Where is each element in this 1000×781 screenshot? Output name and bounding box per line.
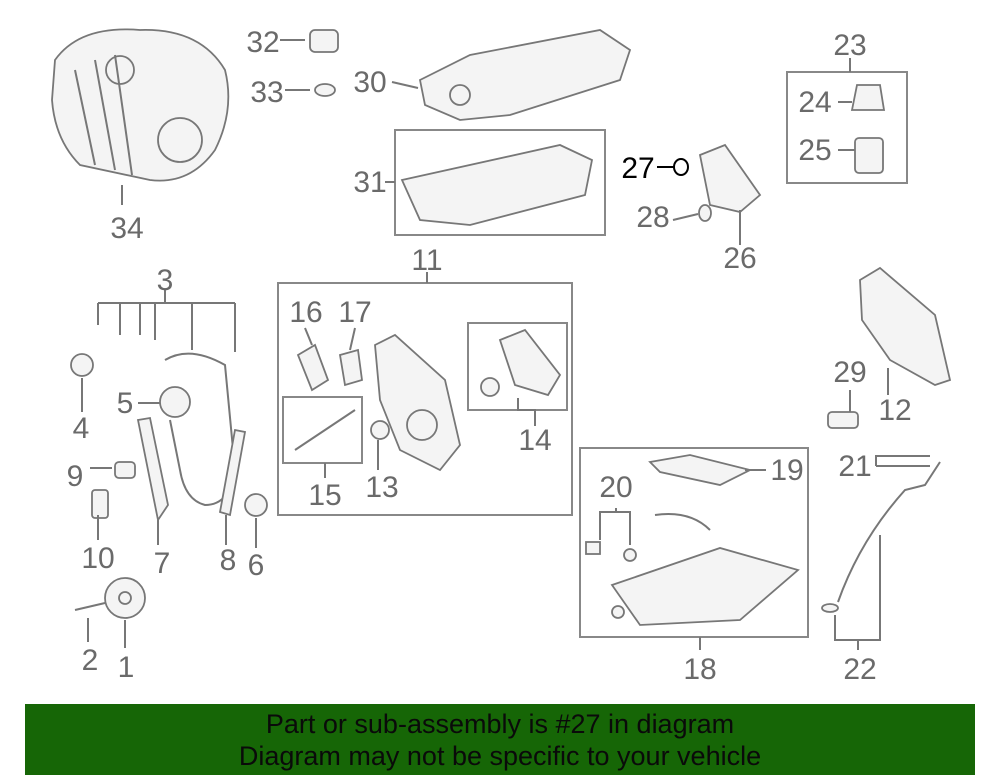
seal-part-13[interactable] bbox=[370, 420, 390, 440]
box-18 bbox=[579, 447, 809, 638]
box-15 bbox=[282, 396, 363, 464]
callout-15[interactable]: 15 bbox=[308, 479, 341, 512]
guide-part-8[interactable] bbox=[218, 428, 247, 517]
banner-line-part-number: Part or sub-assembly is #27 in diagram bbox=[265, 709, 735, 739]
sensor-part-9[interactable] bbox=[114, 461, 136, 479]
callout-28[interactable]: 28 bbox=[636, 201, 669, 234]
callout-19[interactable]: 19 bbox=[770, 454, 803, 487]
washer-part-4[interactable] bbox=[70, 353, 94, 377]
callout-9[interactable]: 9 bbox=[67, 460, 84, 493]
seal-part-28[interactable] bbox=[698, 204, 712, 222]
callout-2[interactable]: 2 bbox=[82, 644, 99, 677]
valve-cover-part-30[interactable] bbox=[418, 29, 632, 121]
sensor-part-29[interactable] bbox=[827, 411, 859, 429]
callout-34[interactable]: 34 bbox=[110, 212, 143, 245]
callout-18[interactable]: 18 bbox=[683, 653, 716, 686]
oil-pump-part-14[interactable] bbox=[480, 328, 562, 397]
gasket-part-16[interactable] bbox=[296, 343, 330, 392]
callout-12[interactable]: 12 bbox=[878, 394, 911, 427]
seal-part-33[interactable] bbox=[314, 83, 336, 97]
valve-part-15[interactable] bbox=[294, 409, 356, 451]
callout-3[interactable]: 3 bbox=[157, 264, 174, 297]
intake-manifold-part-34[interactable] bbox=[51, 28, 230, 182]
valve-cover-gasket-part-31[interactable] bbox=[400, 144, 594, 226]
callout-8[interactable]: 8 bbox=[220, 544, 237, 577]
callout-5[interactable]: 5 bbox=[117, 387, 134, 420]
baffle-part-19[interactable] bbox=[648, 454, 753, 486]
tensioner-part-10[interactable] bbox=[91, 489, 109, 519]
callout-24[interactable]: 24 bbox=[798, 86, 831, 119]
callout-27-highlighted[interactable]: 27 bbox=[621, 152, 654, 185]
callout-30[interactable]: 30 bbox=[353, 66, 386, 99]
callout-7[interactable]: 7 bbox=[154, 547, 171, 580]
box-23 bbox=[786, 71, 908, 184]
callout-11[interactable]: 11 bbox=[411, 244, 442, 277]
callout-10[interactable]: 10 bbox=[81, 542, 114, 575]
callout-16[interactable]: 16 bbox=[289, 296, 322, 329]
callout-32[interactable]: 32 bbox=[246, 26, 279, 59]
pulley-part-1[interactable] bbox=[104, 577, 146, 619]
callout-17[interactable]: 17 bbox=[338, 296, 371, 329]
callout-33[interactable]: 33 bbox=[250, 76, 283, 109]
callout-21[interactable]: 21 bbox=[838, 450, 871, 483]
guide-part-7[interactable] bbox=[136, 416, 169, 523]
oil-filter-cap-part-24[interactable] bbox=[850, 84, 886, 111]
oil-pan-part-18[interactable] bbox=[610, 513, 800, 626]
bolt-part-2[interactable] bbox=[74, 602, 106, 611]
callout-20[interactable]: 20 bbox=[599, 471, 632, 504]
callout-14[interactable]: 14 bbox=[518, 424, 551, 457]
callout-6[interactable]: 6 bbox=[248, 549, 265, 582]
box-11 bbox=[277, 282, 573, 516]
timing-cover-part[interactable] bbox=[374, 333, 461, 472]
banner-line-disclaimer: Diagram may not be specific to your vehi… bbox=[238, 741, 762, 771]
callout-13[interactable]: 13 bbox=[365, 471, 398, 504]
seal-ring-part-27[interactable] bbox=[673, 158, 689, 176]
callout-26[interactable]: 26 bbox=[723, 242, 756, 275]
callout-22[interactable]: 22 bbox=[843, 653, 876, 686]
oil-cap-part-32[interactable] bbox=[309, 29, 339, 53]
callout-1[interactable]: 1 bbox=[118, 651, 135, 684]
gasket-part-17[interactable] bbox=[338, 348, 363, 387]
callout-25[interactable]: 25 bbox=[798, 134, 831, 167]
timing-chain-part[interactable] bbox=[159, 352, 237, 507]
drain-plug-part-20[interactable] bbox=[585, 541, 637, 562]
callout-31[interactable]: 31 bbox=[353, 166, 386, 199]
seal-part-6[interactable] bbox=[244, 493, 268, 517]
cover-part-12[interactable] bbox=[859, 266, 952, 386]
callout-23[interactable]: 23 bbox=[833, 29, 866, 62]
oil-cooler-part-26[interactable] bbox=[698, 143, 762, 213]
oil-filter-part-25[interactable] bbox=[854, 137, 884, 174]
info-banner: Part or sub-assembly is #27 in diagram D… bbox=[25, 704, 975, 775]
dipstick-part-22[interactable] bbox=[821, 461, 941, 613]
callout-29[interactable]: 29 bbox=[833, 356, 866, 389]
callout-4[interactable]: 4 bbox=[73, 412, 90, 445]
